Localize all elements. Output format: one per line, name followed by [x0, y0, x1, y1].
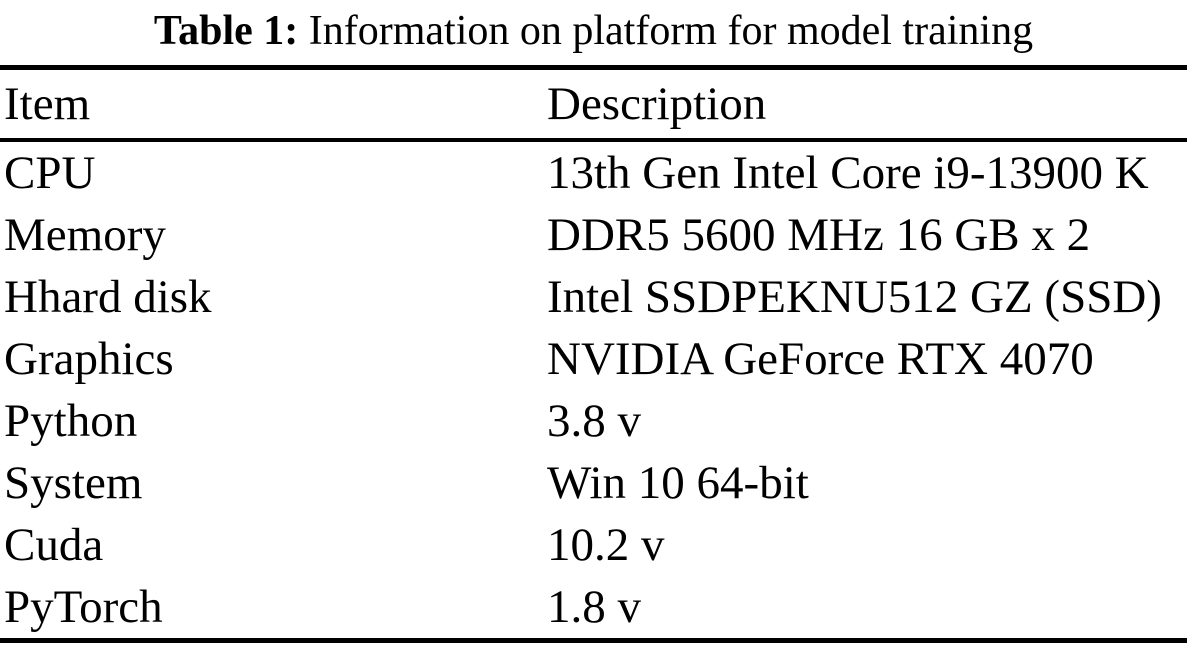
header-item: Item [4, 78, 91, 130]
table-caption: Table 1: Information on platform for mod… [0, 0, 1187, 52]
row-description: 1.8 v [547, 581, 641, 633]
row-item: PyTorch [4, 581, 163, 633]
table-caption-label: Table 1: [153, 8, 299, 54]
table-row: Hhard disk Intel SSDPEKNU512 GZ (SSD) [0, 266, 1187, 328]
table-row: Python 3.8 v [0, 390, 1187, 452]
table-row: System Win 10 64-bit [0, 452, 1187, 514]
row-description: 3.8 v [547, 395, 641, 447]
table-caption-text: Information on platform for model traini… [298, 8, 1034, 54]
table-header-rule [0, 138, 1187, 142]
table-header-row: Item Description [0, 70, 1187, 138]
row-description: Intel SSDPEKNU512 GZ (SSD) [547, 271, 1162, 323]
header-description: Description [547, 78, 767, 130]
row-item: Cuda [4, 519, 104, 571]
row-item: Graphics [4, 333, 174, 385]
row-description: NVIDIA GeForce RTX 4070 [547, 333, 1094, 385]
table-row: CPU 13th Gen Intel Core i9-13900 K [0, 142, 1187, 204]
table-row: Memory DDR5 5600 MHz 16 GB x 2 [0, 204, 1187, 266]
row-description: DDR5 5600 MHz 16 GB x 2 [547, 209, 1091, 261]
table-row: PyTorch 1.8 v [0, 576, 1187, 638]
row-description: 13th Gen Intel Core i9-13900 K [547, 147, 1149, 199]
row-item: Memory [4, 209, 166, 261]
row-item: Python [4, 395, 138, 447]
row-item: System [4, 457, 143, 509]
table-row: Cuda 10.2 v [0, 514, 1187, 576]
table: Item Description CPU 13th Gen Intel Core… [0, 70, 1187, 638]
table-bottom-rule [0, 638, 1187, 643]
table-row: Graphics NVIDIA GeForce RTX 4070 [0, 328, 1187, 390]
row-description: 10.2 v [547, 519, 665, 571]
table-top-rule [0, 65, 1187, 70]
row-description: Win 10 64-bit [547, 457, 809, 509]
row-item: Hhard disk [4, 271, 212, 323]
row-item: CPU [4, 147, 96, 199]
